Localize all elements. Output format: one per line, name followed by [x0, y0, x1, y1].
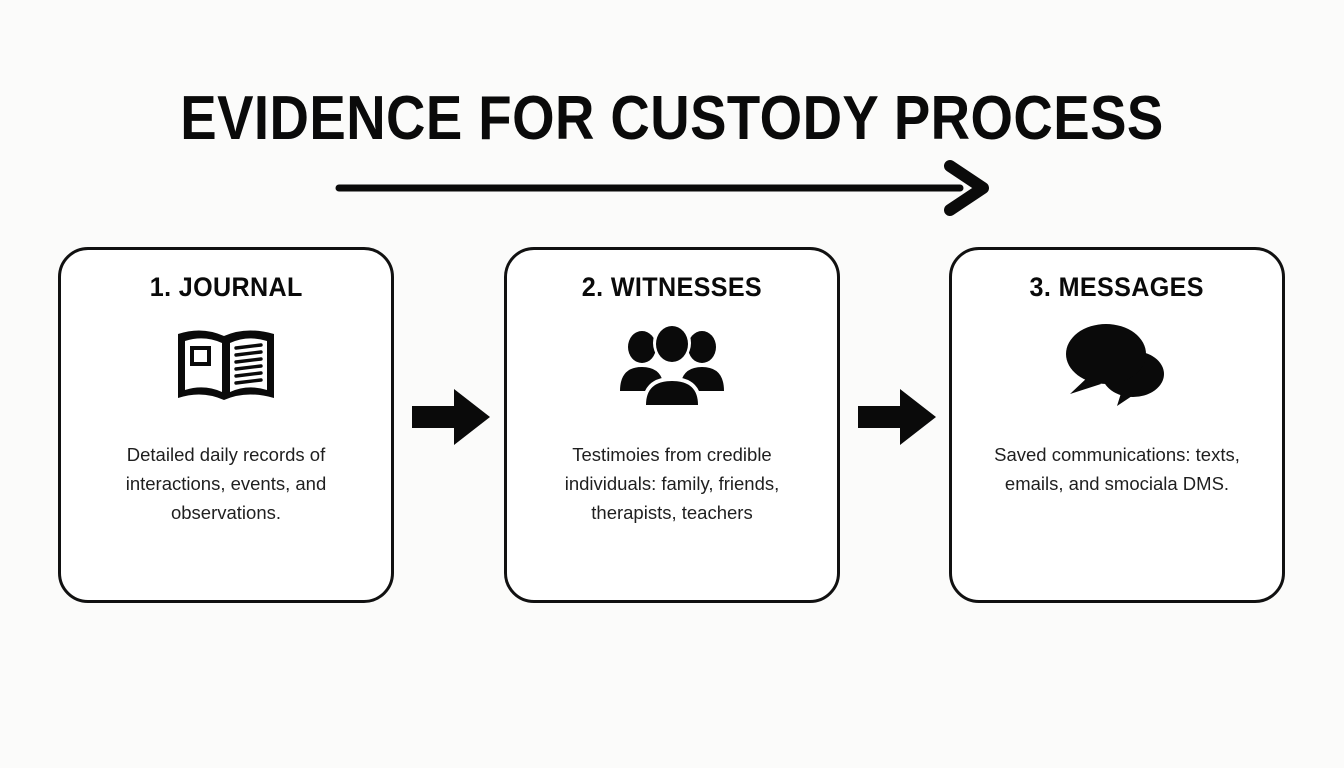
- block-right-arrow-icon: [858, 389, 936, 445]
- step-card-witnesses-description: Testimoies from credible individuals: fa…: [564, 444, 780, 523]
- connector-arrow-1: [410, 387, 492, 447]
- step-card-journal-icon: [170, 318, 282, 414]
- open-book-icon: [178, 330, 274, 400]
- step-card-witnesses-heading: 2. WITNESSES: [581, 272, 763, 302]
- step-card-messages[interactable]: 3. MESSAGES Saved communications: texts,…: [949, 247, 1285, 603]
- step-card-journal[interactable]: 1. JOURNAL: [58, 247, 394, 603]
- step-card-witnesses[interactable]: 2. WITNESSES Testimoies from credible in…: [504, 247, 840, 603]
- step-card-journal-heading: 1. JOURNAL: [149, 272, 303, 302]
- steps-row: 1. JOURNAL: [0, 247, 1344, 603]
- step-card-messages-description: Saved communications: texts, emails, and…: [994, 444, 1240, 494]
- block-right-arrow-icon: [412, 389, 490, 445]
- speech-bubbles-icon: [1066, 324, 1167, 410]
- step-card-messages-icon: [1059, 318, 1175, 414]
- step-card-messages-heading: 3. MESSAGES: [1029, 272, 1205, 302]
- page-title: EVIDENCE FOR CUSTODY PROCESS: [180, 84, 1164, 153]
- step-card-journal-description: Detailed daily records of interactions, …: [125, 444, 327, 523]
- connector-arrow-2: [856, 387, 938, 447]
- long-right-arrow-icon: [335, 160, 989, 216]
- process-direction-arrow: [330, 160, 1000, 216]
- step-card-witnesses-icon: [618, 318, 726, 414]
- people-group-icon: [620, 322, 724, 407]
